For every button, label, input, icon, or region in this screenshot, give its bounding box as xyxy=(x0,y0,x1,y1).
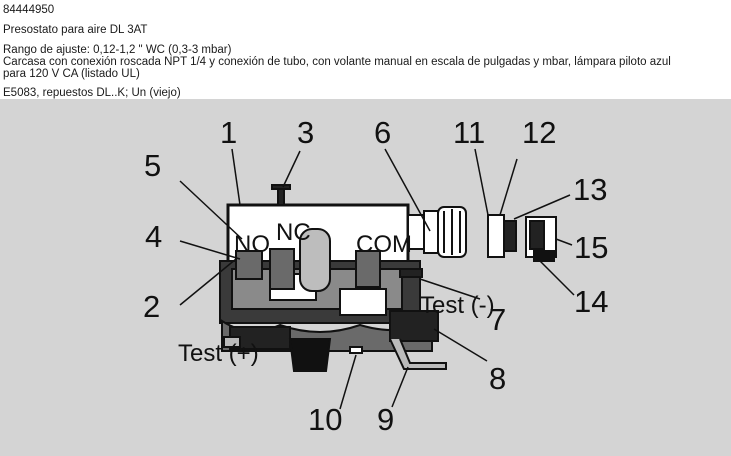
callout-5: 5 xyxy=(144,148,161,183)
callout-7: 7 xyxy=(489,302,506,337)
label-com: COM xyxy=(356,231,412,258)
pressure-switch-drawing: 1 2 3 4 5 6 7 8 9 10 11 12 13 14 15 NC N… xyxy=(143,115,608,437)
adjustment-range: Rango de ajuste: 0,12-1,2 " WC (0,3-3 mb… xyxy=(3,44,232,56)
label-nc: NC xyxy=(276,219,311,246)
callout-numbers: 1 2 3 4 5 6 7 8 9 10 11 12 13 14 15 xyxy=(143,115,608,437)
callout-12: 12 xyxy=(522,115,556,150)
callout-13: 13 xyxy=(573,172,607,207)
exploded-diagram: 1 2 3 4 5 6 7 8 9 10 11 12 13 14 15 NC N… xyxy=(0,99,731,456)
spare-parts-note: E5083, repuestos DL..K; Un (viejo) xyxy=(3,87,181,99)
callout-15: 15 xyxy=(574,230,608,265)
label-no: NO xyxy=(234,231,270,258)
callout-4: 4 xyxy=(145,219,162,254)
callout-3: 3 xyxy=(297,115,314,150)
description-line-1: Carcasa con conexión roscada NPT 1/4 y c… xyxy=(3,56,671,68)
callout-2: 2 xyxy=(143,289,160,324)
callout-1: 1 xyxy=(220,115,237,150)
label-test-plus: Test (+) xyxy=(178,340,259,367)
callout-11: 11 xyxy=(453,115,485,150)
callout-9: 9 xyxy=(377,402,394,437)
callout-10: 10 xyxy=(308,402,342,437)
callout-8: 8 xyxy=(489,361,506,396)
leader-lines xyxy=(179,148,575,410)
callout-6: 6 xyxy=(374,115,391,150)
part-number: 84444950 xyxy=(3,4,55,16)
description-line-2: para 120 V CA (listado UL) xyxy=(3,68,140,80)
product-title: Presostato para aire DL 3AT xyxy=(3,24,148,36)
label-test-minus: Test (-) xyxy=(420,292,495,319)
switch-housing xyxy=(219,184,557,372)
callout-14: 14 xyxy=(574,284,608,319)
terminal-labels: NC NO COM Test (-) Test (+) xyxy=(178,219,495,367)
